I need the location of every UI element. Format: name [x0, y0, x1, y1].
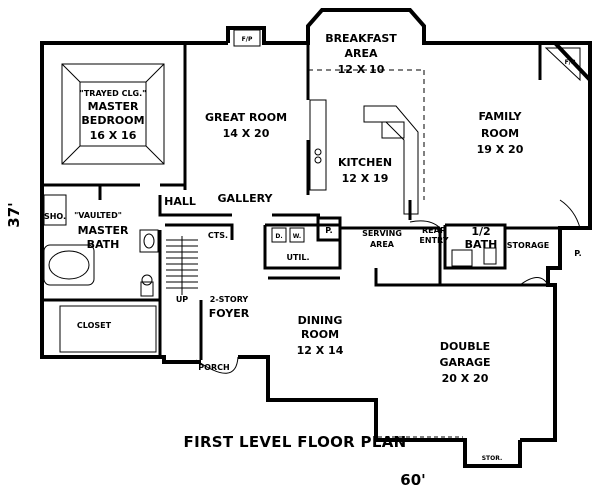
- dining-size: 12 X 14: [297, 344, 344, 357]
- great-room-size: 14 X 20: [223, 127, 270, 140]
- half-bath-name: 1/2: [471, 225, 490, 238]
- garage-size: 20 X 20: [442, 372, 489, 385]
- master-bath-ceiling: "VAULTED": [74, 211, 122, 220]
- pantry-label: P.: [325, 226, 332, 235]
- stor-label: STOR.: [482, 455, 503, 462]
- storage-label: STORAGE: [507, 241, 549, 250]
- gallery-label: GALLERY: [218, 192, 274, 205]
- fireplace-label-great-room: F/P: [242, 36, 253, 43]
- master-bath-name2: BATH: [87, 238, 120, 251]
- interior-walls: [42, 43, 560, 360]
- foyer-name: 2-STORY: [210, 295, 249, 304]
- utility-label: UTIL.: [286, 253, 309, 262]
- hall-label: HALL: [164, 195, 196, 208]
- master-bedroom-name2: BEDROOM: [81, 114, 144, 127]
- garage-name2: GARAGE: [439, 356, 490, 369]
- fixtures: [43, 29, 581, 438]
- staircase: [166, 236, 198, 295]
- serving-name2: AREA: [370, 240, 395, 249]
- master-bedroom-size: 16 X 16: [90, 129, 137, 142]
- kitchen-name: KITCHEN: [338, 156, 392, 169]
- great-room-name: GREAT ROOM: [205, 111, 287, 124]
- dining-name: DINING: [298, 314, 343, 327]
- master-bedroom-ceiling: "TRAYED CLG.": [80, 89, 147, 98]
- breakfast-name: BREAKFAST: [325, 32, 397, 45]
- width-dimension: 60': [400, 471, 425, 489]
- breakfast-name2: AREA: [344, 47, 377, 60]
- exterior-walls: [40, 8, 592, 468]
- family-room-name2: ROOM: [481, 127, 519, 140]
- washer-label: W.: [293, 233, 301, 240]
- garage-name: DOUBLE: [440, 340, 490, 353]
- family-room-size: 19 X 20: [477, 143, 524, 156]
- kitchen-size: 12 X 19: [342, 172, 389, 185]
- master-bath-name: MASTER: [78, 224, 129, 237]
- serving-name: SERVING: [362, 229, 402, 238]
- plan-title: FIRST LEVEL FLOOR PLAN: [184, 433, 407, 451]
- fireplace-label-family-room: F/P: [565, 59, 576, 66]
- dining-name2: ROOM: [301, 328, 339, 341]
- half-bath-name2: BATH: [465, 238, 498, 251]
- master-bedroom-name: MASTER: [88, 100, 139, 113]
- breakfast-size: 12 X 10: [338, 63, 385, 76]
- family-room-name: FAMILY: [478, 110, 522, 123]
- stair-up-label: UP: [176, 295, 188, 304]
- pantry-label-east: P.: [574, 249, 581, 258]
- rear-entry-name2: ENTRY: [419, 236, 448, 245]
- foyer-name2: FOYER: [209, 307, 250, 320]
- rear-entry-name: REAR: [422, 226, 446, 235]
- shower-label: SHO.: [44, 212, 66, 221]
- porch-label: PORCH: [198, 363, 229, 372]
- closet-label: CLOSET: [77, 321, 112, 330]
- cts-label: CTS.: [208, 231, 228, 240]
- room-labels: BREAKFAST AREA 12 X 10 "TRAYED CLG." MAS…: [44, 32, 582, 462]
- dryer-label: D.: [275, 233, 282, 240]
- depth-dimension: 37': [5, 202, 23, 227]
